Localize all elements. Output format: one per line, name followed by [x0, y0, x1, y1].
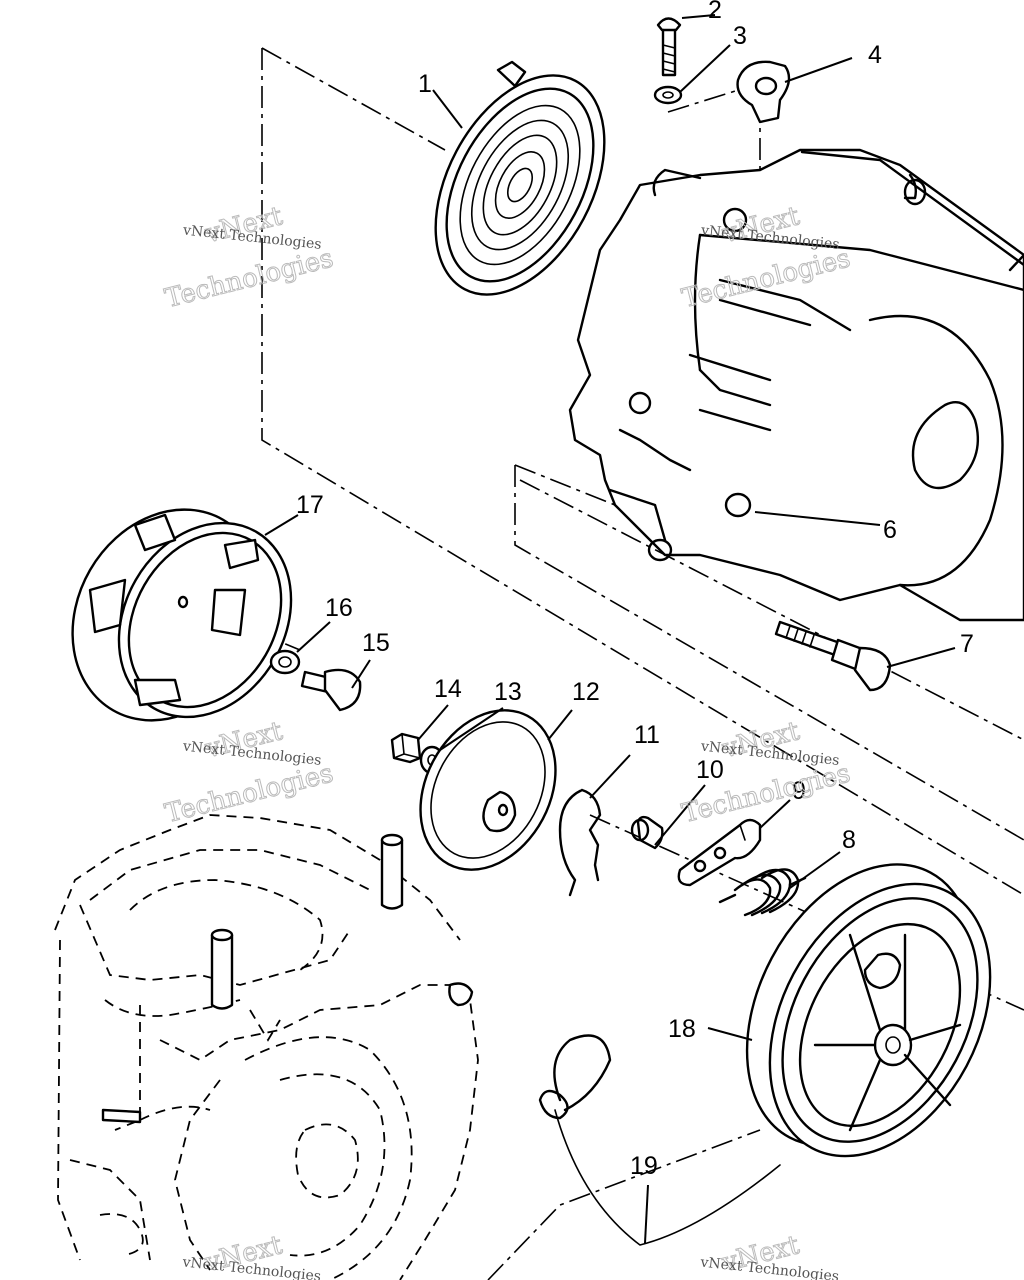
callout-12: 12 [572, 678, 600, 706]
callout-15: 15 [362, 629, 390, 657]
spring-clip-part [558, 788, 602, 897]
callout-6: 6 [883, 516, 897, 544]
callout-7: 7 [960, 630, 974, 658]
callout-1: 1 [418, 70, 432, 98]
engine-crankcase-outline [54, 814, 479, 1280]
callout-9: 9 [792, 777, 806, 805]
watermark-bottom-left: vNext vNext Technologies [181, 1230, 322, 1280]
pawl-part [677, 818, 762, 887]
callout-13: 13 [494, 678, 522, 706]
callout-18: 18 [668, 1015, 696, 1043]
callout-10: 10 [696, 756, 724, 784]
coil-spring-part [718, 868, 807, 917]
starter-pulley-part [745, 863, 992, 1158]
callout-8: 8 [842, 826, 856, 854]
callout-19: 19 [630, 1152, 658, 1180]
callout-14: 14 [434, 675, 462, 703]
crankcase-studs [101, 833, 474, 1124]
callout-leader-lines [264, 14, 956, 1244]
starter-housing-part [568, 148, 1024, 622]
starter-rope-part [538, 1034, 781, 1246]
callout-3: 3 [733, 22, 747, 50]
watermark-top-left: vNext Technologies vNext Technologies [162, 201, 337, 315]
drive-cup-part [71, 508, 293, 722]
callout-4: 4 [868, 41, 882, 69]
roller-part [630, 815, 664, 850]
callout-numbers: 1 2 3 4 6 7 8 9 10 11 12 13 14 15 16 17 … [296, 0, 974, 1180]
callout-17: 17 [296, 491, 324, 519]
bolt-washer-guide-parts [653, 17, 791, 124]
callout-16: 16 [325, 594, 353, 622]
callout-11: 11 [634, 721, 660, 749]
washer-bolt-parts-16-15 [269, 649, 362, 712]
watermark-mid-left: vNext Technologies vNext Technologies [162, 716, 337, 830]
friction-plate-part [419, 709, 557, 871]
long-bolt-part [774, 620, 892, 692]
recoil-spring-part [434, 60, 606, 296]
callout-2: 2 [708, 0, 722, 24]
watermark-large-bottom: Technologies [162, 243, 336, 314]
watermark-large-bottom: Technologies [162, 758, 336, 829]
watermark-bottom-right: vNext vNext Technologies [699, 1230, 840, 1280]
